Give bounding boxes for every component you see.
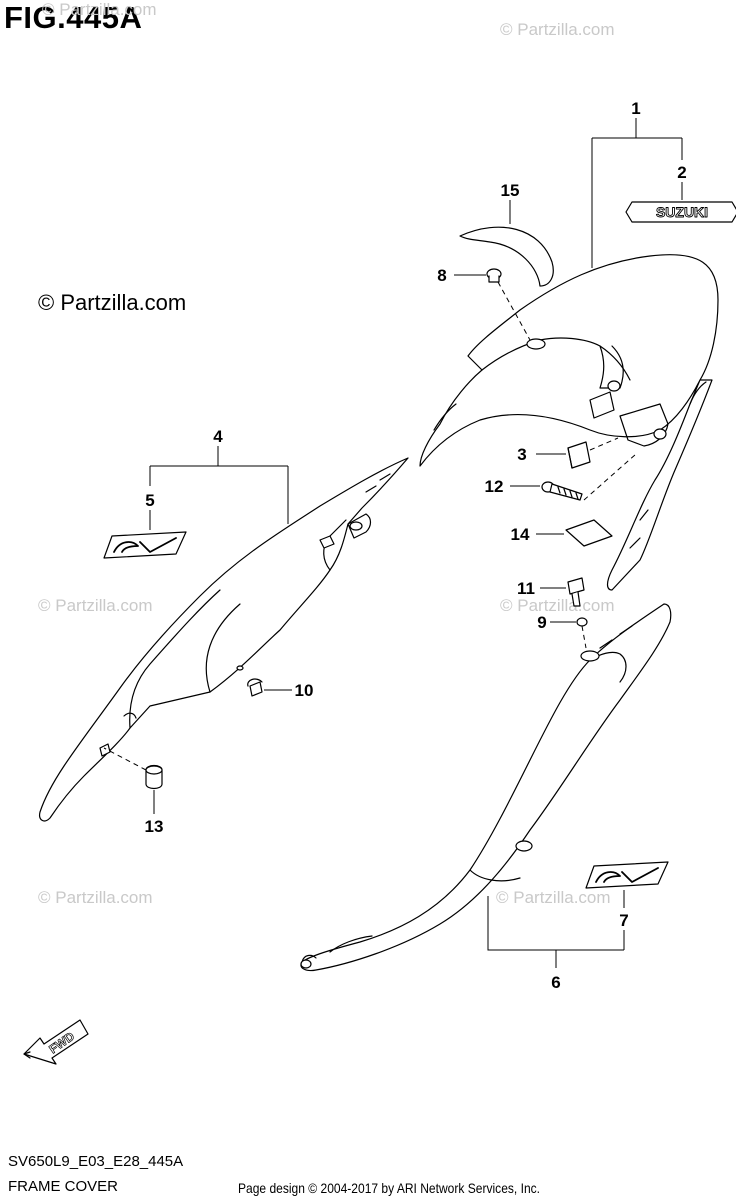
part-5-sv-emblem: [103, 531, 187, 559]
callout-15: 15: [501, 181, 520, 200]
callout-2: 2: [677, 163, 686, 182]
callout-3: 3: [517, 445, 526, 464]
fwd-arrow-icon: FWD: [23, 1019, 89, 1065]
watermark-faint: © Partzilla.com: [500, 596, 615, 615]
figure-title: FIG.445A: [4, 0, 143, 35]
callout-5: 5: [145, 491, 154, 510]
callout-13: 13: [145, 817, 164, 836]
figure-code: SV650L9_E03_E28_445A: [8, 1153, 184, 1170]
suzuki-emblem-icon: SUZUKI: [656, 204, 708, 220]
part-2-suzuki-emblem: SUZUKI: [625, 201, 736, 223]
part-8-bolt: [486, 268, 502, 283]
watermark-faint: © Partzilla.com: [496, 888, 611, 907]
part-14-pad: [565, 519, 613, 547]
watermark-faint: © Partzilla.com: [38, 888, 153, 907]
part-11-bolt: [567, 577, 585, 607]
callout-8: 8: [437, 266, 446, 285]
watermark-faint: © Partzilla.com: [42, 0, 157, 19]
part-10-clip: [247, 678, 263, 697]
leader-8-dash: [497, 281, 531, 341]
callout-7: 7: [619, 911, 628, 930]
leader-13-dash: [103, 747, 147, 771]
callout-9: 9: [537, 613, 546, 632]
figure-name: FRAME COVER: [8, 1178, 119, 1195]
part-7-sv-emblem: [585, 861, 669, 889]
watermark-faint: © Partzilla.com: [500, 20, 615, 39]
leader-9-11-dash: [581, 625, 587, 649]
callout-4: 4: [213, 427, 223, 446]
leader-1: [591, 118, 683, 268]
leader-12-dash: [583, 453, 637, 501]
watermark-faint: © Partzilla.com: [38, 596, 153, 615]
part-4-left-frame-cover: [39, 457, 409, 822]
part-12-screw: [541, 481, 583, 501]
part-9-grommet: [576, 617, 588, 627]
part-15-strip: [459, 226, 554, 287]
part-6-right-frame-cover: [300, 603, 672, 972]
leader-3-dash: [589, 437, 619, 451]
callout-6: 6: [551, 973, 560, 992]
callout-14: 14: [511, 525, 530, 544]
leader-4: [149, 446, 289, 524]
page-credit: Page design © 2004-2017 by ARI Network S…: [238, 1180, 541, 1196]
callout-12: 12: [485, 477, 504, 496]
callout-1: 1: [631, 99, 640, 118]
callout-10: 10: [295, 681, 314, 700]
watermark-main: © Partzilla.com: [38, 290, 187, 315]
part-1-tail-cowl: [419, 254, 719, 591]
part-13-plug: [145, 764, 163, 790]
callout-11: 11: [517, 579, 535, 598]
leader-6: [487, 896, 624, 968]
